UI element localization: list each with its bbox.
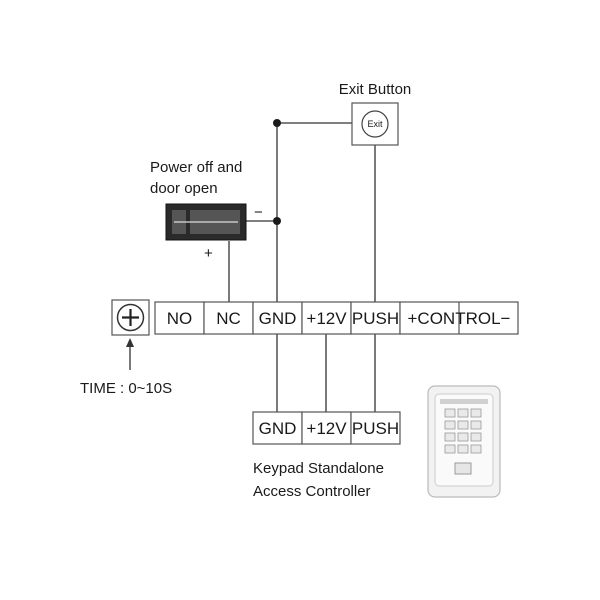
keypad-device-keys [444, 408, 482, 454]
keypad-terminal-gnd: GND [259, 419, 297, 438]
terminal-cell [203, 301, 254, 335]
terminal-control: +CONTROL− [408, 309, 511, 328]
keypad-device-icon [427, 385, 501, 498]
terminal-cell [301, 301, 352, 335]
maglock-label-line2: door open [150, 180, 218, 197]
keypad-key [470, 408, 482, 418]
keypad-terminal-push: PUSH [352, 419, 399, 438]
terminal-no: NO [167, 309, 193, 328]
exit-button-key-label: Exit [367, 119, 383, 129]
keypad-key [444, 444, 456, 454]
keypad-key [457, 432, 469, 442]
maglock-label-line1: Power off and [150, 159, 242, 176]
keypad-key [470, 444, 482, 454]
maglock-minus-sign: − [254, 204, 263, 221]
keypad-label-line1: Keypad Standalone [253, 460, 384, 477]
keypad-terminal-cell [301, 411, 352, 445]
timer-arrow-head [126, 338, 134, 347]
junction-dot-top [273, 119, 281, 127]
keypad-terminal-12v: +12V [306, 419, 347, 438]
keypad-key [457, 444, 469, 454]
timer-group: TIME : 0~10S [80, 299, 172, 397]
keypad-key [470, 432, 482, 442]
keypad-key [444, 432, 456, 442]
terminal-nc: NC [216, 309, 241, 328]
keypad-key [470, 420, 482, 430]
keypad-device-indicator [440, 399, 488, 404]
exit-button-label: Exit Button [339, 81, 412, 98]
maglock-plus-sign: + [204, 245, 213, 262]
keypad-key [457, 408, 469, 418]
terminal-block-main: NO NC GND +12V PUSH +CONTROL− [154, 301, 519, 335]
terminal-block-keypad: GND +12V PUSH Keypad Standalone Access C… [252, 411, 401, 500]
keypad-key [444, 408, 456, 418]
terminal-12v: +12V [306, 309, 347, 328]
maglock-group: Power off and door open − + [150, 159, 263, 262]
exit-button-group: Exit Button Exit [339, 81, 412, 146]
terminal-cell [350, 301, 401, 335]
keypad-label-line2: Access Controller [253, 483, 371, 500]
timer-label: TIME : 0~10S [80, 380, 172, 397]
keypad-device-card-slot [454, 462, 472, 475]
keypad-terminal-cell [350, 411, 401, 445]
keypad-key [457, 420, 469, 430]
keypad-key [444, 420, 456, 430]
terminal-gnd: GND [259, 309, 297, 328]
terminal-cell [154, 301, 205, 335]
junction-dot-lock [273, 217, 281, 225]
wires [228, 119, 376, 412]
terminal-push: PUSH [352, 309, 399, 328]
exit-button-icon [361, 110, 389, 138]
